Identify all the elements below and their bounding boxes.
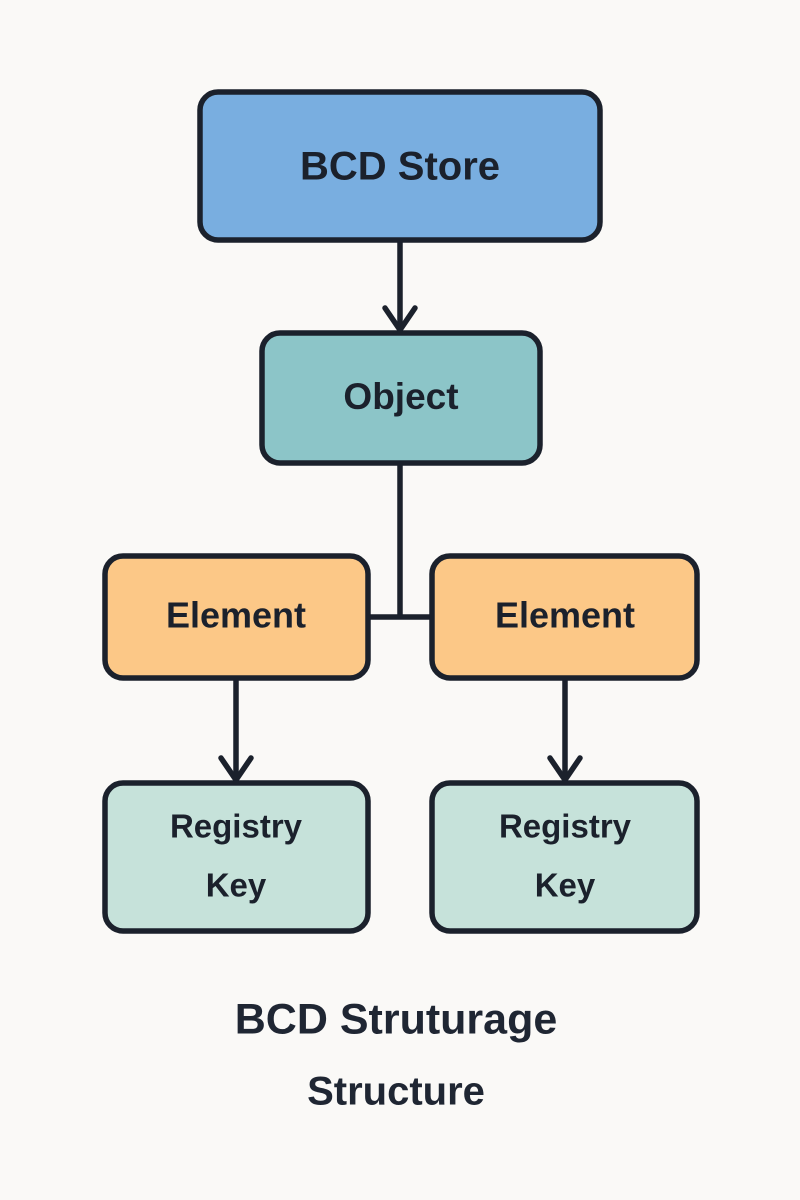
node-registry-key-left-label-line2: Key (206, 867, 267, 904)
node-registry-key-left-label-line1: Registry (170, 808, 303, 845)
caption-line-2: Structure (307, 1070, 485, 1114)
node-registry-key-left[interactable]: Registry Key (102, 780, 371, 934)
node-bcd-store[interactable]: BCD Store (197, 89, 603, 243)
node-element-left-box[interactable] (102, 553, 371, 681)
edge-store-to-object (382, 240, 418, 333)
edge-object-to-elements (368, 463, 432, 620)
node-element-right[interactable]: Element (429, 553, 700, 681)
node-element-right-box[interactable] (429, 553, 700, 681)
node-object-box[interactable] (259, 330, 543, 466)
node-element-right-label: Element (495, 595, 635, 636)
node-registry-key-right[interactable]: Registry Key (429, 780, 700, 934)
node-registry-key-right-label-line1: Registry (499, 808, 632, 845)
caption-line-1: BCD Struturage (235, 995, 558, 1043)
diagram-caption: BCD Struturage Structure (235, 995, 558, 1113)
node-object[interactable]: Object (259, 330, 543, 466)
node-registry-key-right-box[interactable] (429, 780, 700, 934)
edge-element-right-to-registry-right (547, 678, 583, 783)
node-element-left-label: Element (166, 595, 306, 636)
node-registry-key-right-label-line2: Key (535, 867, 596, 904)
node-registry-key-left-box[interactable] (102, 780, 371, 934)
node-bcd-store-box[interactable] (197, 89, 603, 243)
node-element-left[interactable]: Element (102, 553, 371, 681)
node-object-label: Object (343, 376, 458, 417)
edge-element-left-to-registry-left (218, 678, 254, 783)
node-bcd-store-label: BCD Store (300, 145, 500, 189)
